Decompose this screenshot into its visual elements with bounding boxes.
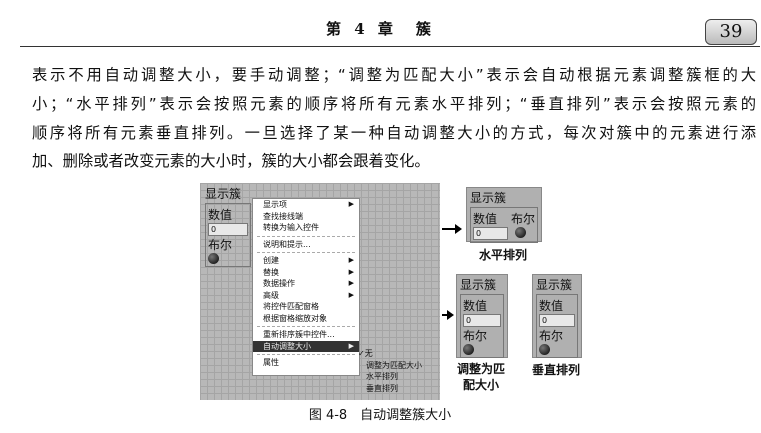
- label-horizontal: 水平排列: [478, 248, 527, 262]
- numeric-label: 数值: [208, 208, 233, 222]
- arrow-icon: [442, 310, 454, 320]
- submenu-item[interactable]: 水平排列: [366, 372, 398, 381]
- menu-item[interactable]: 属性: [263, 358, 279, 367]
- menu-item[interactable]: 查找接线端: [263, 211, 303, 221]
- display-cluster[interactable]: 显示簇 数值 0 布尔: [202, 184, 254, 267]
- submenu-item[interactable]: 垂直排列: [366, 383, 398, 393]
- header-rule: [20, 46, 760, 47]
- page-number: 39: [705, 19, 757, 45]
- menu-item-autosize[interactable]: 自动调整大小▶: [253, 340, 359, 352]
- autosize-submenu: ✓无 调整为匹配大小 水平排列 垂直排列: [358, 348, 422, 394]
- body-line: 小；“水平排列”表示会按照元素的顺序将所有元素水平排列；“垂直排列”表示会按照元…: [32, 95, 756, 113]
- figure-caption: 图 4-8 自动调整簇大小: [308, 408, 452, 423]
- body-line: 表示不用自动调整大小，要手动调整；“调整为匹配大小”表示会自动根据元素调整簇框的…: [32, 66, 756, 84]
- menu-item[interactable]: 数据操作▶: [263, 279, 354, 288]
- arrow-icon: [442, 224, 462, 234]
- body-line: 顺序将所有元素垂直排列。一旦选择了某一种自动调整大小的方式，每次对簇中的元素进行…: [32, 124, 756, 142]
- submenu-item[interactable]: ✓无: [358, 349, 373, 358]
- label-vertical: 垂直排列: [531, 363, 580, 377]
- menu-item[interactable]: 替换▶: [263, 267, 354, 277]
- menu-item[interactable]: 根据窗格缩放对象: [263, 313, 327, 323]
- boolean-label: 布尔: [208, 238, 233, 252]
- menu-item[interactable]: 创建▶: [263, 256, 354, 265]
- body-line: 加、删除或者改变元素的大小时，簇的大小都会跟着变化。: [32, 152, 430, 170]
- menu-item[interactable]: 重新排序簇中控件...: [263, 330, 335, 339]
- numeric-indicator[interactable]: 0: [208, 223, 248, 236]
- menu-item[interactable]: 转换为输入控件: [263, 223, 319, 232]
- submenu-item[interactable]: 调整为匹配大小: [366, 360, 422, 370]
- label-fit: 调整为匹配大小: [456, 362, 505, 392]
- boolean-led[interactable]: [208, 253, 219, 264]
- menu-item[interactable]: 说明和提示...: [263, 239, 311, 249]
- cluster-title: 显示簇: [205, 187, 242, 201]
- menu-item[interactable]: 高级▶: [263, 290, 354, 300]
- chapter-header: 第 4 章 簇: [326, 20, 435, 38]
- menu-item[interactable]: 显示项▶: [263, 200, 354, 209]
- menu-item[interactable]: 将控件匹配窗格: [263, 302, 319, 311]
- context-menu: 显示项▶ 查找接线端 转换为输入控件 说明和提示... 创建▶ 替换▶ 数据操作…: [252, 198, 360, 376]
